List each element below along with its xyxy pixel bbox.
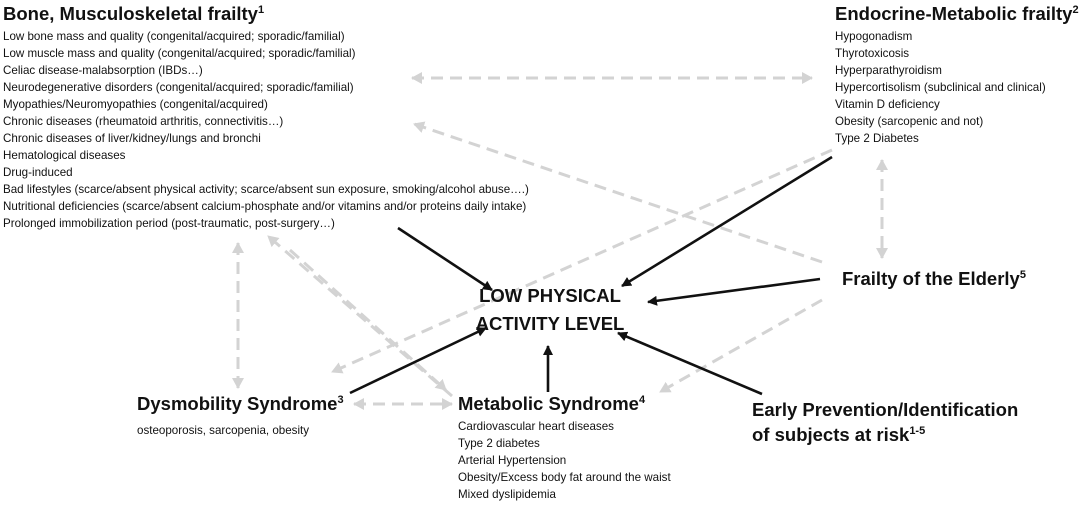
list-item: Neurodegenerative disorders (congenital/… bbox=[3, 81, 354, 94]
bone-frailty-block: Bone, Musculoskeletal frailty1 Low bone … bbox=[3, 3, 529, 232]
list-item: Nutritional deficiencies (scarce/absent … bbox=[3, 200, 527, 213]
list-item: Hypogonadism bbox=[835, 30, 913, 43]
endocrine-frailty-block: Endocrine-Metabolic frailty2 Hypogonadis… bbox=[835, 3, 1079, 147]
list-item: Prolonged immobilization period (post-tr… bbox=[3, 217, 335, 230]
frailty-elderly-ref: 5 bbox=[1019, 268, 1026, 281]
list-item: Myopathies/Neuromyopathies (congenital/a… bbox=[3, 98, 268, 111]
dashed-arrow-bone-to-metabolic bbox=[288, 248, 448, 392]
list-item: osteoporosis, sarcopenia, obesity bbox=[137, 424, 310, 437]
dysmobility-syndrome-title: Dysmobility Syndrome3 bbox=[137, 393, 344, 414]
dashed-arrow-elderly-to-bone bbox=[413, 121, 823, 264]
solid-arrow-endocrine-to-center bbox=[621, 155, 833, 288]
list-item: Vitamin D deficiency bbox=[835, 98, 940, 111]
low-physical-activity-node: LOW PHYSICAL ACTIVITY LEVEL bbox=[470, 282, 630, 338]
early-prevention-node: Early Prevention/Identification of subje… bbox=[752, 397, 1018, 447]
list-item: Arterial Hypertension bbox=[458, 454, 567, 467]
list-item: Type 2 diabetes bbox=[458, 437, 540, 450]
metabolic-syndrome-ref: 4 bbox=[638, 393, 646, 406]
list-item: Low muscle mass and quality (congenital/… bbox=[3, 47, 356, 60]
endocrine-frailty-ref: 2 bbox=[1072, 3, 1079, 16]
list-item: Mixed dyslipidemia bbox=[458, 488, 556, 501]
list-item: Drug-induced bbox=[3, 166, 73, 179]
list-item: Bad lifestyles (scarce/absent physical a… bbox=[3, 183, 529, 196]
metabolic-syndrome-block: Metabolic Syndrome4 Cardiovascular heart… bbox=[458, 393, 671, 503]
endocrine-frailty-title: Endocrine-Metabolic frailty2 bbox=[835, 3, 1079, 24]
early-prevention-line-1: Early Prevention/Identification bbox=[752, 399, 1019, 420]
list-item: Type 2 Diabetes bbox=[835, 132, 919, 145]
list-item: Thyrotoxicosis bbox=[835, 47, 910, 60]
solid-arrow-prevention-to-center bbox=[617, 331, 763, 396]
bone-frailty-title: Bone, Musculoskeletal frailty1 bbox=[3, 3, 265, 24]
list-item: Hyperparathyroidism bbox=[835, 64, 942, 77]
list-item: Obesity (sarcopenic and not) bbox=[835, 115, 984, 128]
list-item: Obesity/Excess body fat around the waist bbox=[458, 471, 671, 484]
list-item: Hematological diseases bbox=[3, 149, 126, 162]
early-prevention-ref: 1-5 bbox=[909, 424, 926, 437]
dashed-arrow-elderly-to-metabolic bbox=[659, 298, 823, 394]
metabolic-syndrome-title: Metabolic Syndrome4 bbox=[458, 393, 646, 414]
list-item: Low bone mass and quality (congenital/ac… bbox=[3, 30, 345, 43]
frailty-elderly-node: Frailty of the Elderly5 bbox=[842, 268, 1026, 289]
center-line-2: ACTIVITY LEVEL bbox=[475, 313, 625, 334]
early-prevention-line-2: of subjects at risk1-5 bbox=[752, 424, 926, 445]
dashed-arrow-endocrine-to-dysmobility bbox=[331, 148, 833, 374]
center-line-1: LOW PHYSICAL bbox=[479, 285, 621, 306]
list-item: Celiac disease-malabsorption (IBDs…) bbox=[3, 64, 203, 77]
list-item: Chronic diseases (rheumatoid arthritis, … bbox=[3, 115, 284, 128]
dysmobility-syndrome-block: Dysmobility Syndrome3 osteoporosis, sarc… bbox=[137, 393, 344, 439]
dysmobility-syndrome-list: osteoporosis, sarcopenia, obesity bbox=[137, 422, 344, 439]
solid-arrow-bone-to-center bbox=[397, 226, 493, 292]
dysmobility-syndrome-ref: 3 bbox=[337, 393, 344, 406]
list-item: Cardiovascular heart diseases bbox=[458, 420, 614, 433]
solid-arrow-dysmobility-to-center bbox=[349, 326, 487, 395]
endocrine-frailty-list: Hypogonadism Thyrotoxicosis Hyperparathy… bbox=[835, 28, 1079, 147]
list-item: Hypercortisolism (subclinical and clinic… bbox=[835, 81, 1046, 94]
list-item: Chronic diseases of liver/kidney/lungs a… bbox=[3, 132, 261, 145]
solid-arrow-elderly-to-center bbox=[647, 277, 821, 306]
metabolic-syndrome-list: Cardiovascular heart diseases Type 2 dia… bbox=[458, 418, 671, 503]
bone-frailty-list: Low bone mass and quality (congenital/ac… bbox=[3, 28, 529, 232]
bone-frailty-ref: 1 bbox=[257, 3, 265, 16]
